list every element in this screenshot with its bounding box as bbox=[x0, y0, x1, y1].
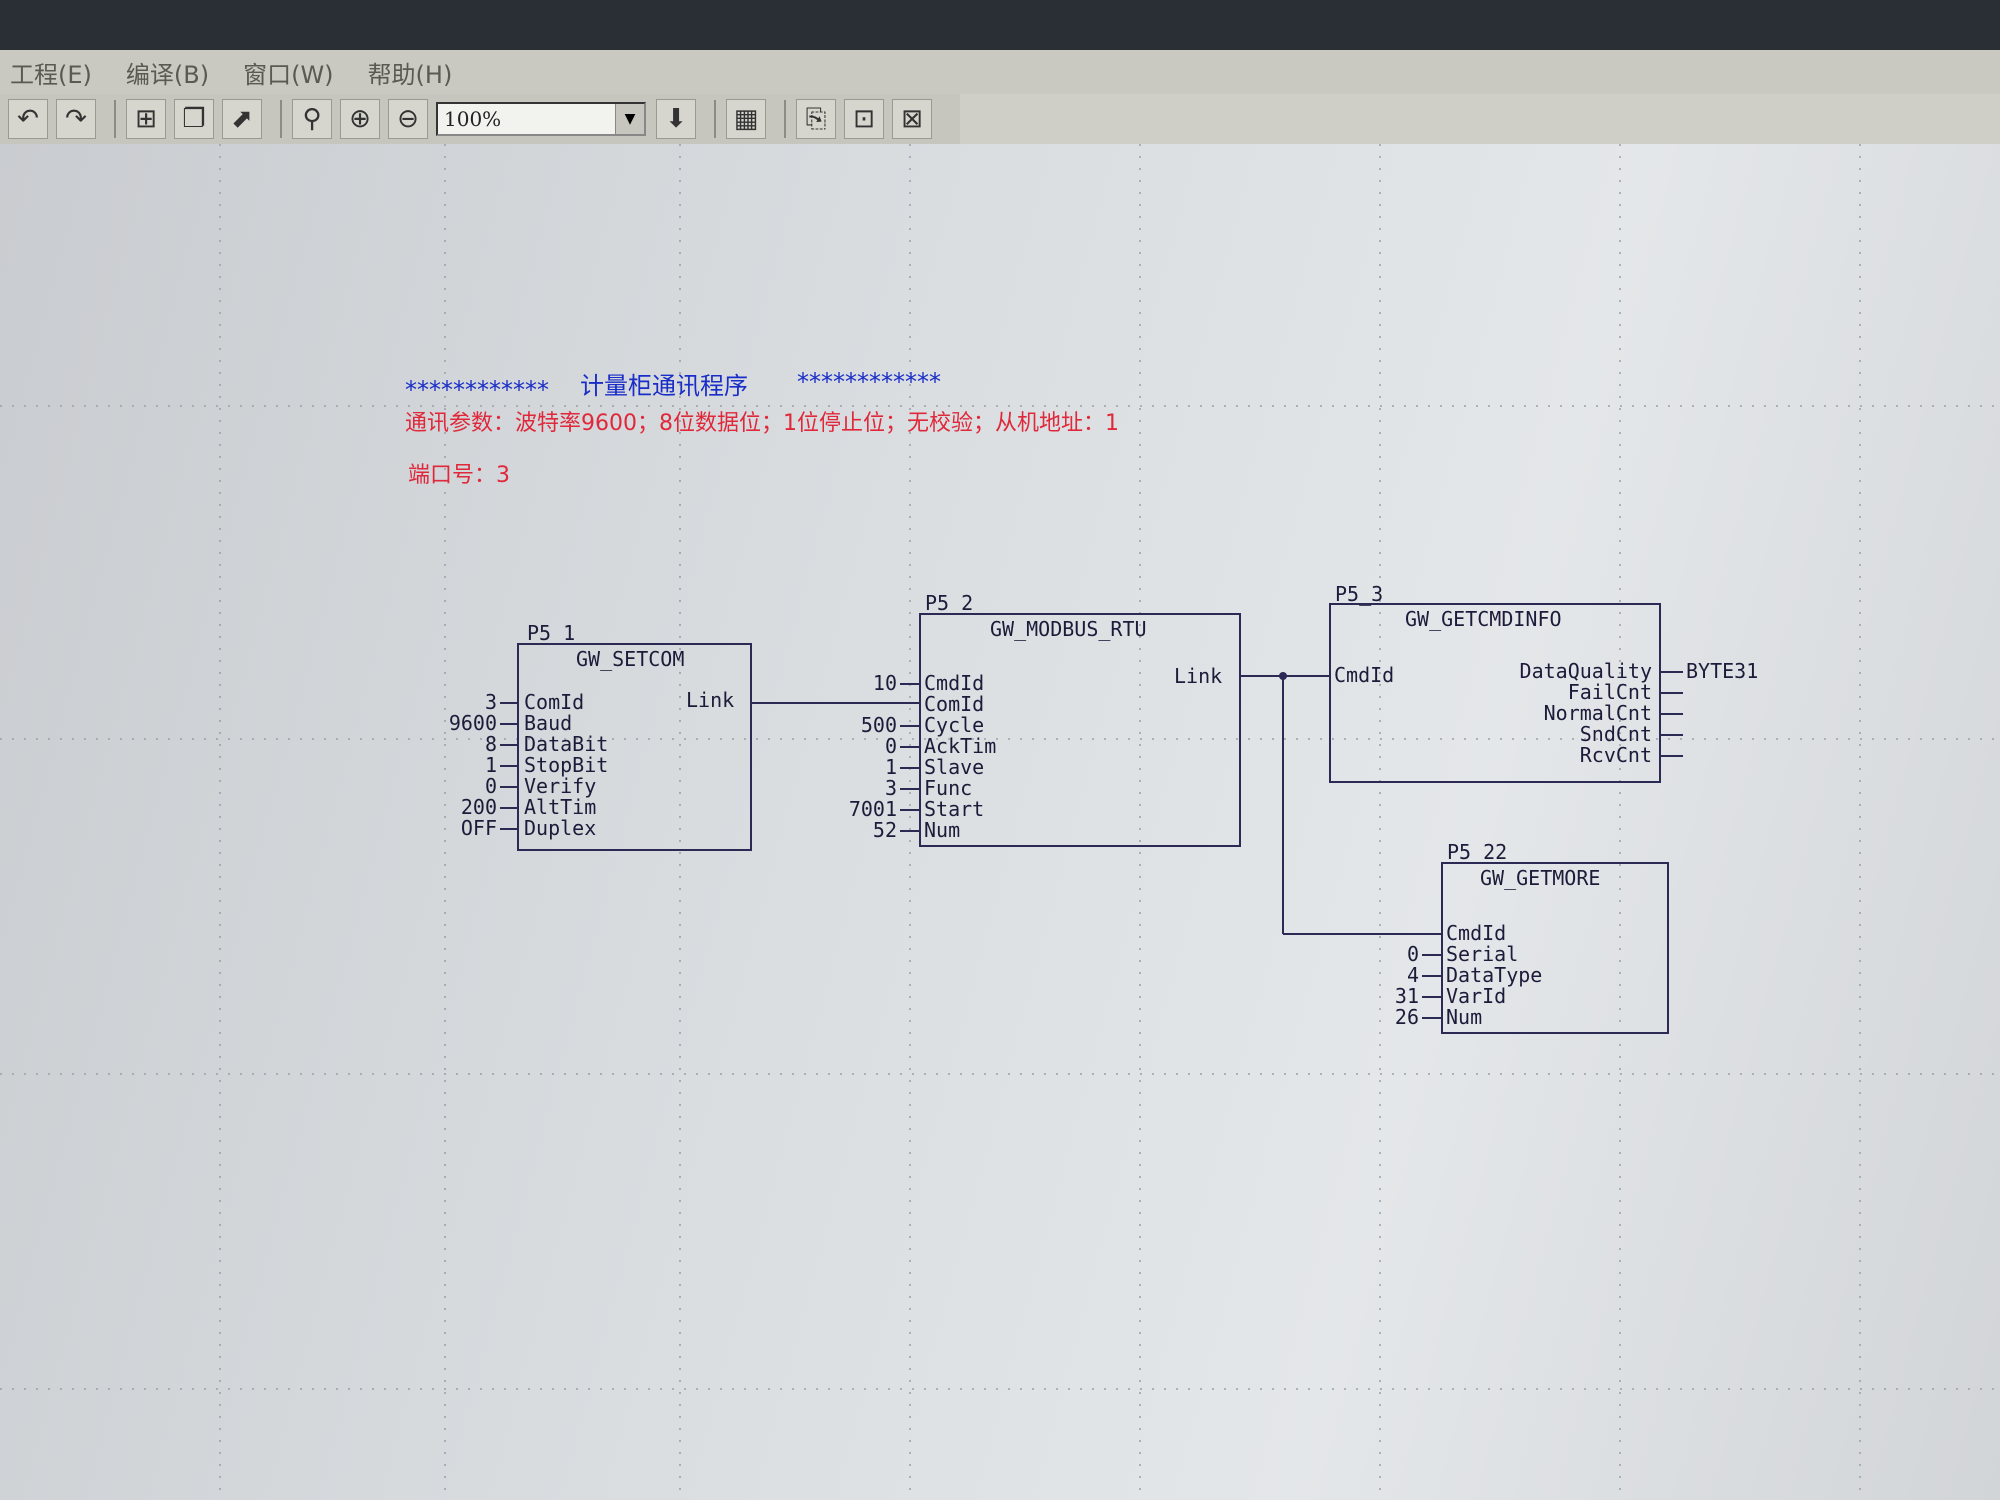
pin-value[interactable]: 1 bbox=[485, 753, 497, 777]
window-icon[interactable]: ❐ bbox=[174, 99, 214, 139]
pin-label: Serial bbox=[1446, 942, 1518, 966]
output-pin-label: Link bbox=[1174, 664, 1222, 688]
block-gw-getcmdinfo[interactable]: P5_3 GW_GETCMDINFO CmdId DataQuality Fai… bbox=[1329, 582, 1758, 783]
pin-label: Verify bbox=[524, 774, 596, 798]
comment-stars-right: ************ bbox=[797, 368, 941, 396]
pin-label: Num bbox=[1446, 1005, 1482, 1029]
menu-compile[interactable]: 编译(B) bbox=[125, 60, 210, 89]
output-pin-label: NormalCnt bbox=[1544, 701, 1652, 725]
pin-value[interactable]: OFF bbox=[461, 816, 497, 840]
pin-value[interactable]: 4 bbox=[1407, 963, 1419, 987]
output-pin-label: SndCnt bbox=[1580, 722, 1652, 746]
zoom-select[interactable]: 100% ▼ bbox=[436, 102, 646, 136]
toolbar-separator bbox=[280, 100, 282, 138]
menu-window[interactable]: 窗口(W) bbox=[243, 60, 334, 89]
pin-label: Start bbox=[924, 797, 984, 821]
undo-icon[interactable]: ↶ bbox=[8, 99, 48, 139]
pin-label: DataBit bbox=[524, 732, 608, 756]
pin-label: Duplex bbox=[524, 816, 596, 840]
grid-lines bbox=[0, 144, 2000, 1500]
pin-value[interactable]: 7001 bbox=[849, 797, 897, 821]
pin-label: StopBit bbox=[524, 753, 608, 777]
pin-label: ComId bbox=[924, 692, 984, 716]
pin-value[interactable]: 10 bbox=[873, 671, 897, 695]
block-type-label: GW_GETMORE bbox=[1480, 866, 1600, 890]
pin-label: DataType bbox=[1446, 963, 1542, 987]
pin-label: CmdId bbox=[1446, 921, 1506, 945]
block-instance-label: P5_3 bbox=[1335, 582, 1383, 606]
pin-value[interactable]: 31 bbox=[1395, 984, 1419, 1008]
block-type-label: GW_SETCOM bbox=[576, 647, 684, 671]
block-frame bbox=[1441, 862, 1669, 1034]
monitor-icon[interactable]: ▦ bbox=[726, 99, 766, 139]
pin-label: CmdId bbox=[1334, 663, 1394, 687]
pin-value[interactable]: 500 bbox=[861, 713, 897, 737]
pin-label: AltTim bbox=[524, 795, 596, 819]
comment-title: 计量柜通讯程序 bbox=[580, 372, 748, 400]
block-instance-label: P5_1 bbox=[527, 621, 575, 645]
debug-icon[interactable]: ⎘ bbox=[796, 99, 836, 139]
pin-label: AckTim bbox=[924, 734, 996, 758]
pin-value[interactable]: 9600 bbox=[449, 711, 497, 735]
block-gw-modbus-rtu[interactable]: P5_2 GW_MODBUS_RTU Link CmdId ComId Cycl… bbox=[849, 591, 1241, 847]
zoom-in-icon[interactable]: ⊕ bbox=[340, 99, 380, 139]
comment-stars-left: ************ bbox=[405, 376, 549, 404]
diagram-canvas[interactable]: ************ 计量柜通讯程序 ************ 通讯参数：波… bbox=[0, 144, 2000, 1500]
find-icon[interactable]: ⚲ bbox=[292, 99, 332, 139]
pin-label: Baud bbox=[524, 711, 572, 735]
comment-port: 端口号：3 bbox=[408, 463, 510, 488]
output-pin-label: RcvCnt bbox=[1580, 743, 1652, 767]
fit-icon[interactable]: ⊞ bbox=[126, 99, 166, 139]
pin-label: Num bbox=[924, 818, 960, 842]
toolbar-separator bbox=[714, 100, 716, 138]
download-icon[interactable]: ⬇ bbox=[656, 99, 696, 139]
block-gw-getmore[interactable]: P5_22 GW_GETMORE CmdId Serial DataType V… bbox=[1395, 840, 1669, 1034]
toolbar-empty-area bbox=[960, 94, 2000, 144]
pin-label: Func bbox=[924, 776, 972, 800]
chevron-down-icon[interactable]: ▼ bbox=[615, 104, 644, 134]
output-pin-label: FailCnt bbox=[1568, 680, 1652, 704]
pin-value[interactable]: 8 bbox=[485, 732, 497, 756]
force-icon[interactable]: ⊡ bbox=[844, 99, 884, 139]
pin-label: ComId bbox=[524, 690, 584, 714]
block-frame bbox=[919, 613, 1241, 847]
menu-help[interactable]: 帮助(H) bbox=[367, 60, 453, 89]
redo-icon[interactable]: ↷ bbox=[56, 99, 96, 139]
block-gw-setcom[interactable]: P5_1 GW_SETCOM Link ComId Baud DataBit S… bbox=[449, 621, 752, 851]
pin-value[interactable]: 52 bbox=[873, 818, 897, 842]
pin-value[interactable]: 200 bbox=[461, 795, 497, 819]
pin-value[interactable]: 0 bbox=[885, 734, 897, 758]
comment-params: 通讯参数：波特率9600；8位数据位；1位停止位；无校验；从机地址：1 bbox=[405, 411, 1119, 436]
block-frame bbox=[517, 643, 752, 851]
pin-label: VarId bbox=[1446, 984, 1506, 1008]
pin-value[interactable]: 3 bbox=[885, 776, 897, 800]
menu-project[interactable]: 工程(E) bbox=[10, 60, 92, 89]
output-variable[interactable]: BYTE31 bbox=[1686, 659, 1758, 683]
fbd-diagram: ************ 计量柜通讯程序 ************ 通讯参数：波… bbox=[0, 144, 2000, 1500]
pin-value[interactable]: 3 bbox=[485, 690, 497, 714]
output-pin-label: Link bbox=[686, 688, 734, 712]
pin-value[interactable]: 0 bbox=[1407, 942, 1419, 966]
block-type-label: GW_MODBUS_RTU bbox=[990, 617, 1147, 641]
release-icon[interactable]: ⊠ bbox=[892, 99, 932, 139]
pin-label: CmdId bbox=[924, 671, 984, 695]
zoom-out-icon[interactable]: ⊖ bbox=[388, 99, 428, 139]
pin-value[interactable]: 26 bbox=[1395, 1005, 1419, 1029]
pin-value[interactable]: 1 bbox=[885, 755, 897, 779]
block-type-label: GW_GETCMDINFO bbox=[1405, 607, 1562, 631]
menu-bar: 工程(E) 编译(B) 窗口(W) 帮助(H) bbox=[0, 50, 2000, 94]
toolbar-separator bbox=[114, 100, 116, 138]
pin-value[interactable]: 0 bbox=[485, 774, 497, 798]
zoom-value: 100% bbox=[444, 107, 502, 131]
block-instance-label: P5_2 bbox=[925, 591, 973, 615]
output-pin-label: DataQuality bbox=[1520, 659, 1652, 683]
select-icon[interactable]: ⬈ bbox=[222, 99, 262, 139]
block-instance-label: P5_22 bbox=[1447, 840, 1507, 864]
pin-label: Slave bbox=[924, 755, 984, 779]
wire-link-cmdid bbox=[1240, 672, 1442, 935]
toolbar-separator bbox=[784, 100, 786, 138]
toolbar: ↶ ↷ ⊞ ❐ ⬈ ⚲ ⊕ ⊖ 100% ▼ ⬇ ▦ ⎘ ⊡ ⊠ bbox=[0, 94, 960, 144]
pin-label: Cycle bbox=[924, 713, 984, 737]
